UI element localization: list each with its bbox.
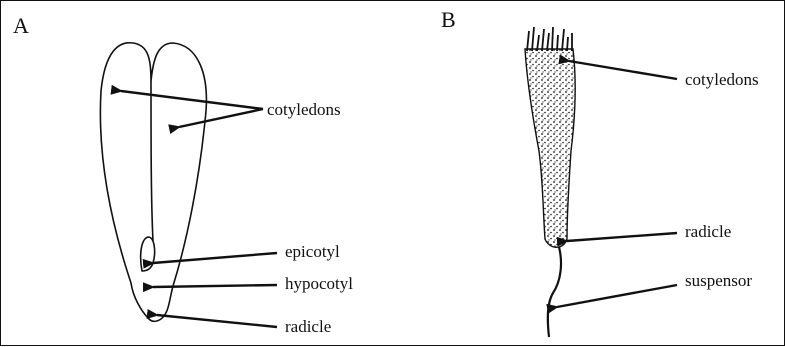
epicotyl-shape: [141, 237, 155, 271]
arrow-a-cotyledons-2: [179, 109, 263, 127]
cotyledon-cleft: [151, 81, 153, 241]
embryo-a-body: [100, 43, 206, 322]
label-a-epicotyl: epicotyl: [285, 242, 340, 261]
arrow-b-radicle: [567, 233, 677, 241]
cotyledon-fringe: [527, 27, 572, 51]
embryo-b: [525, 27, 575, 337]
arrow-b-cotyledons: [569, 61, 677, 79]
label-b-radicle: radicle: [685, 222, 731, 241]
arrow-a-cotyledons-1: [121, 91, 263, 109]
label-a-cotyledons: cotyledons: [267, 100, 341, 119]
label-a-hypocotyl: hypocotyl: [285, 274, 353, 293]
embryo-a-outline: [100, 43, 206, 322]
suspensor-strand: [548, 247, 561, 337]
panel-b-letter: B: [441, 7, 456, 32]
arrow-a-radicle: [157, 315, 277, 327]
panel-a-letter: A: [13, 13, 29, 38]
label-b-suspensor: suspensor: [685, 271, 752, 290]
label-b-cotyledons: cotyledons: [685, 70, 759, 89]
arrow-a-epicotyl: [153, 253, 277, 263]
arrow-a-hypocotyl: [153, 285, 277, 287]
label-a-radicle: radicle: [285, 317, 331, 336]
embryo-b-body: [525, 49, 575, 247]
arrow-b-suspensor: [557, 285, 677, 307]
